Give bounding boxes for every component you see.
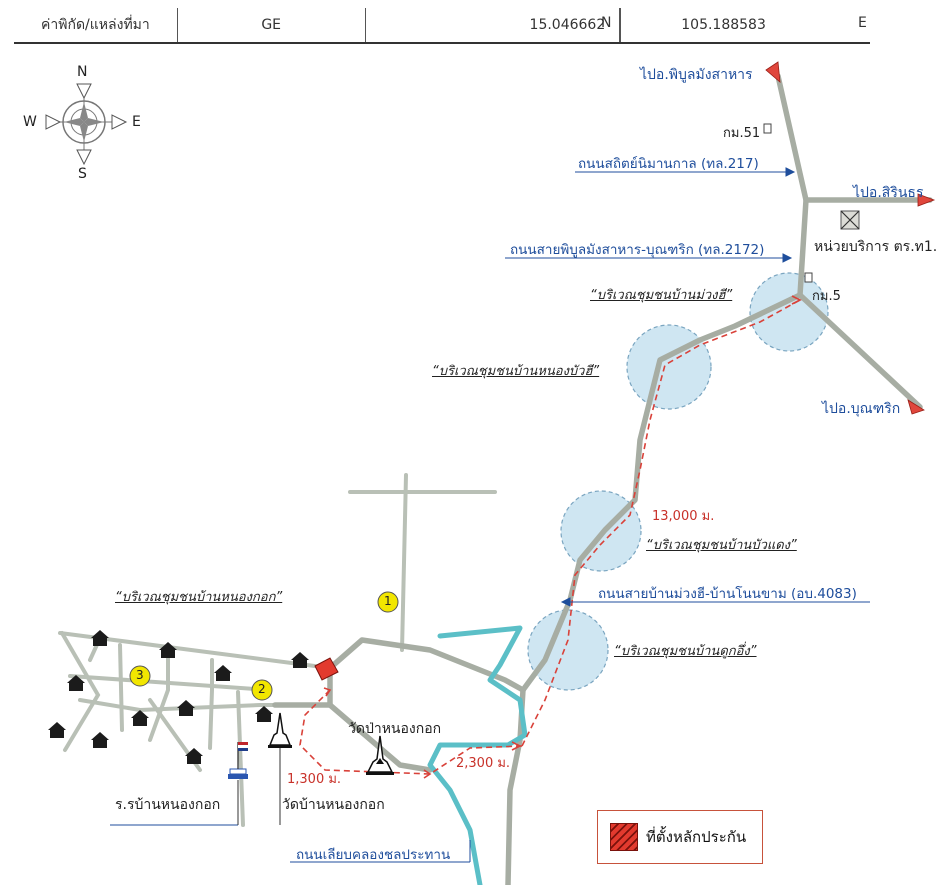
distance-13000: 13,000 ม. [652,509,715,524]
marker-1: 1 [384,594,392,608]
service-unit-label: หน่วยบริการ ตร.ท1. [814,239,938,255]
community-circle-dok-ueng [527,609,609,691]
km-marker-51: กม.51 [723,126,761,141]
legend-box: ที่ตั้งหลักประกัน [597,810,763,864]
numbered-markers [129,591,399,701]
community-label-bua-daeng: “บริเวณชุมชนบ้านบัวแดง” [646,538,797,553]
compass-rose [45,83,128,166]
school-icon [228,742,248,779]
direction-to-phibun: ไปอ.พิบูลมังสาหาร [640,67,753,83]
irrigation-canal [427,625,528,885]
compass-north: N [77,64,88,80]
road-label-canal: ถนนเลียบคลองชลประทาน [296,847,451,863]
latitude-direction: N [601,15,612,31]
legend-collateral-swatch [610,823,638,851]
place-wat-ban: วัดบ้านหนองกอก [282,797,385,813]
community-label-dok-ueng: “บริเวณชุมชนบ้านดูกอึ่ง” [614,644,757,659]
community-label-nong-kok: “บริเวณชุมชนบ้านหนองกอก” [115,590,283,605]
latitude-value: 15.046662 [366,8,621,42]
legend-label: ที่ตั้งหลักประกัน [646,828,747,846]
marker-3-circle [129,665,151,687]
marker-2-circle [251,679,273,701]
longitude-cell: 105.188583 [621,8,870,42]
km-post-icons [763,123,813,283]
direction-to-sirindhorn: ไปอ.สิรินธร [853,185,924,201]
community-circle-nong-bua-hi [626,324,712,410]
community-circle-muang-hi [749,272,829,352]
distance-2300: 2,300 ม. [456,756,511,771]
community-areas [527,272,829,691]
place-wat-pa: วัดป่าหนองกอก [348,721,442,737]
distance-1300: 1,300 ม. [287,772,342,787]
temple-icon-wat-pa [366,735,394,775]
arrow-to-sirindhorn [917,193,936,207]
road-label-sathit: ถนนสถิตย์นิมานกาล (ทล.217) [578,156,759,172]
community-label-muang-hi: “บริเวณชุมชนบ้านม่วงฮี” [590,288,733,303]
compass-north-arrow [76,83,92,100]
route-path [299,299,801,775]
road-label-phibun-buntharik: ถนนสายพิบูลมังสาหาร-บุณฑริก (ทล.2172) [510,242,765,258]
place-school: ร.รบ้านหนองกอก [115,797,221,813]
longitude-value: 105.188583 [681,17,766,33]
arrow-to-buntharik [907,399,925,415]
leader-lines [110,167,870,863]
coordinate-source: GE [178,8,366,42]
compass-east: E [132,114,141,130]
marker-3: 3 [136,668,144,682]
temple-icon-wat-ban [268,712,292,748]
arrow-to-phibun [765,61,781,83]
coordinate-table: ค่าพิกัด/แหล่งที่มา GE 15.046662 105.188… [14,8,870,44]
route-arrows [323,295,802,779]
km-post-51 [763,123,772,134]
km-post-5 [804,272,813,283]
km-marker-5: กม.5 [812,289,841,304]
marker-1-circle [377,591,399,613]
main-roads [272,73,933,885]
direction-to-buntharik: ไปอ.บุณฑริก [822,401,901,417]
road-label-muang-si: ถนนสายบ้านม่วงฮี-บ้านโนนขาม (อบ.4083) [598,586,857,602]
direction-arrows [765,61,936,415]
collateral-location-marker [314,657,339,681]
longitude-direction: E [858,15,867,31]
compass-south: S [78,166,87,182]
compass-west: W [23,114,37,130]
community-label-nong-bua-hi: “บริเวณชุมชนบ้านหนองบัวฮี” [432,364,600,379]
police-service-unit-icon [840,210,860,230]
marker-2: 2 [258,682,266,696]
coordinate-header-label: ค่าพิกัด/แหล่งที่มา [14,8,178,42]
house-icons [48,630,309,764]
